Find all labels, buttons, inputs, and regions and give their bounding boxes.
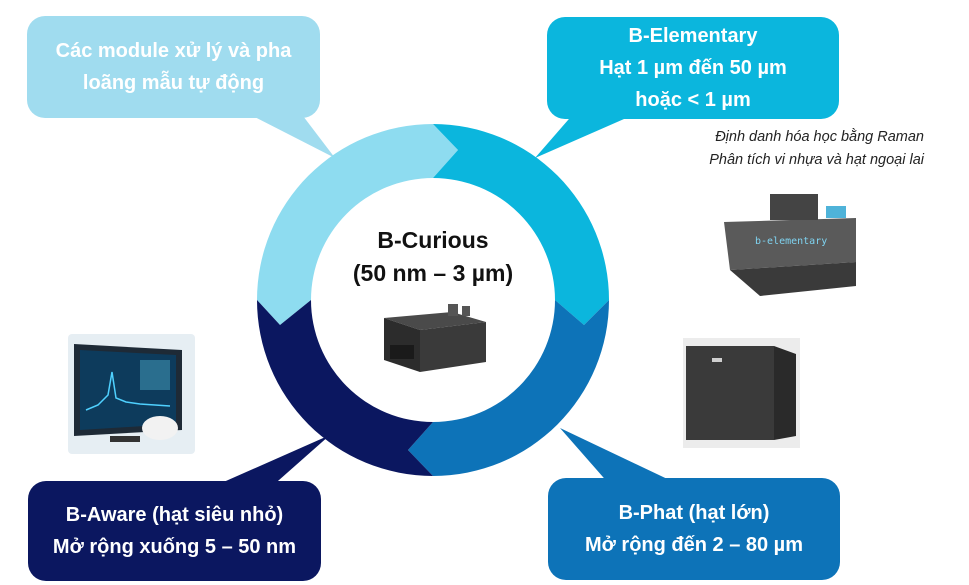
b-aware-bubble: B-Aware (hạt siêu nhỏ) Mở rộng xuống 5 –… <box>28 481 321 581</box>
b-phat-range: Mở rộng đến 2 – 80 µm <box>584 534 803 556</box>
bubble-tail-top-left <box>245 112 335 158</box>
bubble-tail-bottom-left <box>210 435 330 488</box>
b-elementary-title: B-Elementary <box>628 25 758 47</box>
b-elementary-device-image: b-elementary <box>724 194 856 296</box>
bubble-tail-top-right <box>535 112 640 158</box>
automation-modules-line-2: loãng mẫu tự động <box>82 72 265 94</box>
b-elementary-range-alt: hoặc < 1 µm <box>635 89 751 111</box>
b-elementary-range: Hạt 1 µm đến 50 µm <box>599 57 787 79</box>
b-elementary-device-label: b-elementary <box>755 236 827 247</box>
automation-modules-bubble: Các module xử lý và pha loãng mẫu tự độn… <box>27 16 320 118</box>
b-phat-device-image <box>683 338 800 448</box>
b-phat-bubble: B-Phat (hạt lớn) Mở rộng đến 2 – 80 µm <box>548 478 840 580</box>
center-title: B-Curious <box>377 227 489 253</box>
microplastics-note: Phân tích vi nhựa và hạt ngoại lai <box>709 152 924 168</box>
center-range: (50 nm – 3 µm) <box>352 260 514 286</box>
bubble-tail-bottom-right <box>560 428 680 485</box>
automation-modules-line-1: Các module xử lý và pha <box>55 40 292 62</box>
b-aware-range: Mở rộng xuống 5 – 50 nm <box>52 536 297 558</box>
ring-segment-top-left <box>257 124 458 325</box>
b-aware-title: B-Aware (hạt siêu nhỏ) <box>65 504 284 526</box>
ring-segment-top-right <box>433 124 609 325</box>
b-elementary-bubble: B-Elementary Hạt 1 µm đến 50 µm hoặc < 1… <box>547 17 839 119</box>
raman-note: Định danh hóa học bằng Raman <box>715 129 924 145</box>
center-label: B-Curious (50 nm – 3 µm) <box>318 224 548 290</box>
ring-segment-bottom-left <box>257 300 433 476</box>
b-curious-device-image <box>384 304 486 372</box>
ring-segment-bottom-right <box>408 300 609 476</box>
b-aware-monitor-image <box>68 334 195 454</box>
b-phat-title: B-Phat (hạt lớn) <box>618 502 770 524</box>
b-elementary-notes: Định danh hóa học bằng Raman Phân tích v… <box>624 126 924 172</box>
